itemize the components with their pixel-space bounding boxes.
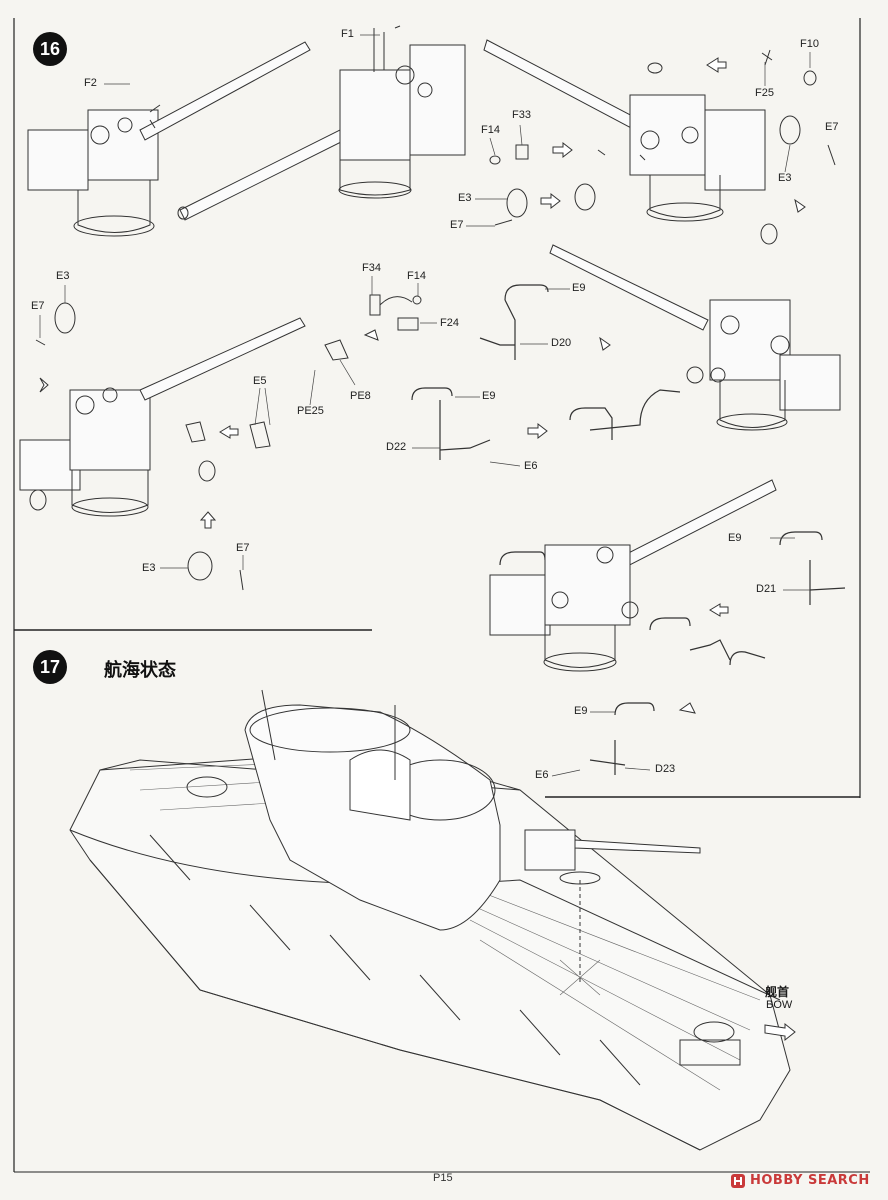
- part-label-e9: E9: [482, 390, 496, 402]
- leader-lines: [39, 34, 811, 777]
- part-label-f2: F2: [84, 77, 97, 89]
- part-label-e6: E6: [524, 460, 538, 472]
- part-label-e9: E9: [574, 705, 588, 717]
- part-label-f25: F25: [755, 87, 774, 99]
- part-label-d20: D20: [551, 337, 572, 349]
- part-label-e3: E3: [56, 270, 70, 282]
- watermark: HOBBY SEARCH: [750, 1173, 870, 1188]
- part-label-e7: E7: [236, 542, 250, 554]
- part-label-e9: E9: [572, 282, 586, 294]
- bow-label-en: BOW: [766, 999, 793, 1011]
- part-label-e5: E5: [253, 375, 267, 387]
- part-label-pe25: PE25: [297, 405, 324, 417]
- page-number: P15: [433, 1172, 453, 1184]
- step-17-badge: 17: [33, 650, 67, 684]
- part-label-d22: D22: [386, 441, 407, 453]
- direction-arrows: [39, 57, 806, 714]
- part-label-f14: F14: [407, 270, 426, 282]
- part-label-f34: F34: [362, 262, 381, 274]
- part-label-e6: E6: [535, 769, 549, 781]
- part-label-d23: D23: [655, 763, 676, 775]
- gun-mount-6: [489, 479, 777, 672]
- part-label-e7: E7: [450, 219, 464, 231]
- part-label-f14: F14: [481, 124, 500, 136]
- gun-mount-1: [27, 41, 311, 237]
- gun-mount-2: [177, 25, 466, 221]
- part-label-e9: E9: [728, 532, 742, 544]
- part-label-e3: E3: [778, 172, 792, 184]
- part-label-d21: D21: [756, 583, 777, 595]
- loose-parts-row-2: [369, 294, 422, 331]
- part-label-e3: E3: [458, 192, 472, 204]
- part-label-e3: E3: [142, 562, 156, 574]
- part-label-f1: F1: [341, 28, 354, 40]
- part-label-pe8: PE8: [350, 390, 371, 402]
- gun-mount-4: [19, 302, 349, 591]
- part-label-f10: F10: [800, 38, 819, 50]
- gun-mount-5: [549, 244, 841, 431]
- part-label-f33: F33: [512, 109, 531, 121]
- step-17-title: 航海状态: [104, 660, 176, 681]
- loose-parts-row-1: [489, 49, 836, 226]
- bow-label-cn: 舰首: [765, 985, 790, 999]
- step-16-badge: 16: [33, 32, 67, 66]
- hobby-search-logo-icon: [731, 1174, 745, 1188]
- part-label-e7: E7: [825, 121, 839, 133]
- handrail-parts: [411, 284, 846, 775]
- gun-mount-3: [483, 39, 778, 245]
- part-label-f24: F24: [440, 317, 459, 329]
- part-label-e7: E7: [31, 300, 45, 312]
